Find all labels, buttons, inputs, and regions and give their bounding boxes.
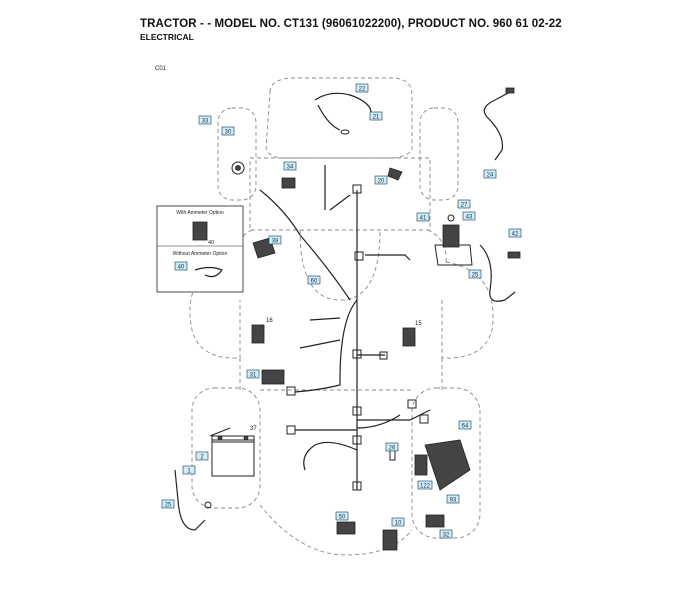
callout-24: 24 [483, 169, 497, 179]
callout-37: 37 [250, 426, 257, 432]
callout-31: 31 [246, 369, 260, 379]
page-subtitle: ELECTRICAL [140, 32, 194, 42]
svg-text:24: 24 [487, 173, 494, 179]
svg-text:40: 40 [178, 265, 185, 271]
switch-30 [231, 161, 245, 175]
callout-64: 64 [458, 420, 472, 430]
callout-33: 33 [198, 115, 212, 125]
connector-32 [425, 514, 445, 528]
callout-15: 15 [415, 321, 422, 327]
callout-1: 1 [182, 465, 196, 475]
svg-text:64: 64 [462, 424, 469, 430]
svg-text:122: 122 [420, 484, 431, 490]
ignition-switch [414, 439, 471, 491]
svg-text:34: 34 [287, 165, 294, 171]
callout-42: 42 [508, 228, 522, 238]
callout-50: 50 [335, 511, 349, 521]
callout-60: 60 [307, 275, 321, 285]
callouts: 22 21 33 30 34 20 24 27 41 43 42 38 60 2… [161, 83, 522, 539]
svg-text:33: 33 [202, 119, 209, 125]
switch-15 [402, 327, 416, 347]
ammeter-option-inset: With Ammeter Option 40 Without Ammeter O… [156, 205, 244, 293]
svg-text:40: 40 [208, 240, 214, 246]
svg-text:37: 37 [250, 426, 257, 432]
svg-text:93: 93 [450, 498, 457, 504]
svg-text:31: 31 [250, 373, 257, 379]
headlight-harness [314, 92, 373, 135]
svg-text:Without Ammeter Option: Without Ammeter Option [173, 251, 228, 257]
battery-1 [211, 435, 255, 477]
callout-25a: 25 [468, 269, 482, 279]
page-title: TRACTOR - - MODEL NO. CT131 (96061022200… [140, 18, 562, 30]
callout-25b: 25 [161, 499, 175, 509]
callout-41: 41 [416, 212, 430, 222]
callout-21: 21 [369, 111, 383, 121]
module-34 [281, 177, 296, 189]
callout-38: 38 [268, 235, 282, 245]
svg-text:21: 21 [373, 115, 380, 121]
svg-text:32: 32 [443, 533, 450, 539]
svg-text:25: 25 [472, 273, 479, 279]
wiring-harness [259, 165, 431, 491]
callout-22: 22 [355, 83, 369, 93]
tie-37 [209, 427, 231, 437]
svg-text:27: 27 [461, 203, 468, 209]
svg-text:2: 2 [200, 455, 204, 461]
svg-text:10: 10 [395, 521, 402, 527]
svg-text:60: 60 [311, 279, 318, 285]
switch-10 [382, 529, 398, 551]
svg-text:30: 30 [225, 130, 232, 136]
svg-text:20: 20 [378, 179, 385, 185]
cable-25-upper [479, 244, 521, 302]
svg-text:15: 15 [415, 321, 422, 327]
svg-text:16: 16 [266, 318, 273, 324]
svg-text:26: 26 [389, 446, 396, 452]
callout-122: 122 [417, 480, 433, 490]
callout-93: 93 [446, 494, 460, 504]
svg-text:C01: C01 [155, 66, 167, 72]
callout-30: 30 [221, 126, 235, 136]
svg-text:42: 42 [512, 232, 519, 238]
plug-20 [387, 167, 403, 181]
callout-43: 43 [462, 211, 476, 221]
solenoid-43 [434, 214, 473, 266]
fuse-26 [389, 449, 396, 461]
svg-text:1: 1 [187, 469, 191, 475]
callout-20: 20 [374, 175, 388, 185]
cable-25-lower [174, 469, 212, 531]
cable-24 [483, 87, 515, 161]
callout-16: 16 [266, 318, 273, 324]
callout-2: 2 [195, 451, 209, 461]
svg-text:25: 25 [165, 503, 172, 509]
switch-50 [336, 521, 356, 535]
callout-34: 34 [283, 161, 297, 171]
svg-text:50: 50 [339, 515, 346, 521]
switch-16 [251, 324, 265, 344]
callout-27: 27 [457, 199, 471, 209]
svg-text:41: 41 [420, 216, 427, 222]
svg-text:43: 43 [466, 215, 473, 221]
svg-text:22: 22 [359, 87, 366, 93]
callout-32: 32 [439, 529, 453, 539]
svg-text:With Ammeter Option: With Ammeter Option [176, 210, 224, 216]
relay-31 [261, 369, 285, 385]
callout-40: 40 [174, 261, 188, 271]
callout-26: 26 [385, 442, 399, 452]
svg-text:38: 38 [272, 239, 279, 245]
figure-code: C01 [155, 66, 167, 72]
callout-10: 10 [391, 517, 405, 527]
